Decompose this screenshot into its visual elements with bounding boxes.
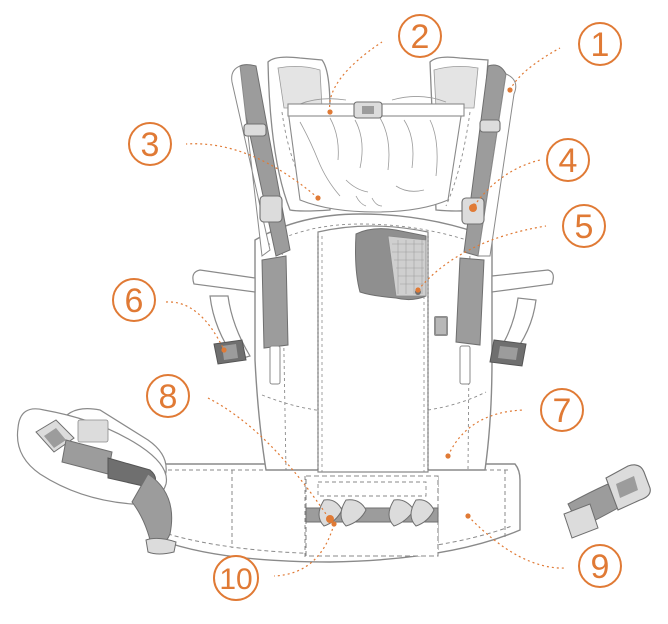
callout-2-label: 2 (411, 18, 430, 56)
callout-6-label: 6 (125, 282, 144, 320)
callouts: 1 2 3 4 5 6 7 8 (112, 14, 622, 601)
hood-strap (287, 101, 465, 119)
callout-5-label: 5 (575, 208, 594, 246)
side-slots (269, 345, 471, 385)
callout-8: 8 (146, 374, 190, 418)
callout-8-label: 8 (159, 378, 178, 416)
callout-6: 6 (112, 278, 156, 322)
hood-fabric (287, 96, 463, 213)
callout-7: 7 (540, 388, 584, 432)
belt-right-strap (563, 464, 651, 539)
callout-3: 3 (128, 122, 172, 166)
leader-dots (221, 87, 513, 527)
label-tag (434, 316, 448, 336)
callout-4: 4 (546, 138, 590, 182)
callout-1: 1 (578, 22, 622, 66)
waist-strap (305, 499, 439, 527)
callout-3-label: 3 (141, 126, 160, 164)
callout-leaders (165, 41, 567, 577)
callout-2: 2 (398, 14, 442, 58)
callout-1-label: 1 (591, 26, 610, 64)
belt-detail-inset (16, 408, 177, 555)
callout-7-label: 7 (553, 392, 572, 430)
callout-5: 5 (562, 204, 606, 248)
callout-4-label: 4 (559, 142, 578, 180)
callout-10: 10 (213, 555, 259, 601)
callout-9-label: 9 (591, 548, 610, 586)
callout-10-label: 10 (219, 563, 252, 596)
mesh-panel (355, 228, 427, 301)
callout-9: 9 (578, 544, 622, 588)
